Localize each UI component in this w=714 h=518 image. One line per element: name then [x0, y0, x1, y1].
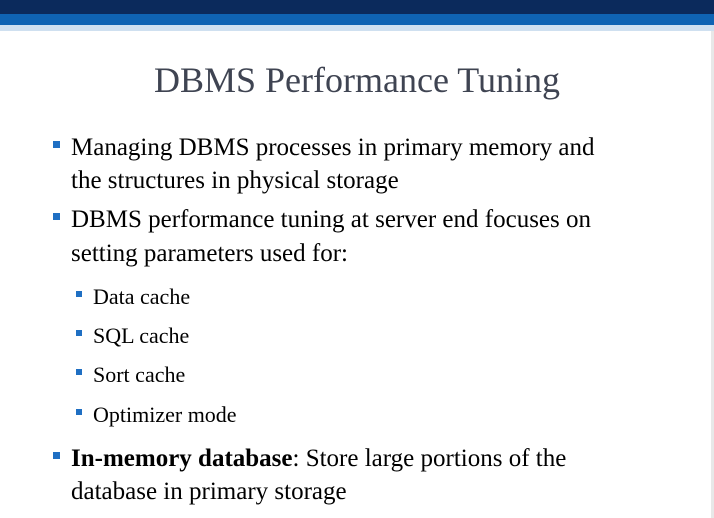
bullet-2-line-2: setting parameters used for: [71, 240, 348, 267]
header-band-dark [0, 0, 714, 14]
square-bullet-icon [53, 141, 60, 148]
sub-bullet-label: Optimizer mode [93, 402, 237, 427]
square-bullet-icon [76, 409, 82, 415]
sub-bullet-label: Data cache [93, 284, 191, 309]
bullet-3-line-1-rest: : Store large portions of the [292, 445, 567, 472]
sub-bullet-label: SQL cache [93, 323, 190, 348]
bold-term: In-memory database [71, 445, 293, 472]
bullet-2-line-1: DBMS performance tuning at server end fo… [71, 206, 591, 233]
bullet-1-line-2: the structures in physical storage [71, 167, 399, 194]
square-bullet-icon [76, 291, 82, 297]
bullet-3-line-2: database in primary storage [71, 478, 347, 505]
slide-right-edge [711, 31, 714, 518]
square-bullet-icon [53, 452, 60, 459]
slide-title: DBMS Performance Tuning [153, 60, 561, 100]
header-band-light [0, 25, 714, 31]
header-band-mid [0, 14, 714, 25]
square-bullet-icon [76, 369, 82, 375]
bullet-1-line-1: Managing DBMS processes in primary memor… [71, 134, 595, 161]
square-bullet-icon [53, 213, 60, 220]
square-bullet-icon [76, 330, 82, 336]
bullet-3-line-1: In-memory database: Store large portions… [71, 442, 566, 475]
sub-bullet-label: Sort cache [93, 362, 186, 387]
